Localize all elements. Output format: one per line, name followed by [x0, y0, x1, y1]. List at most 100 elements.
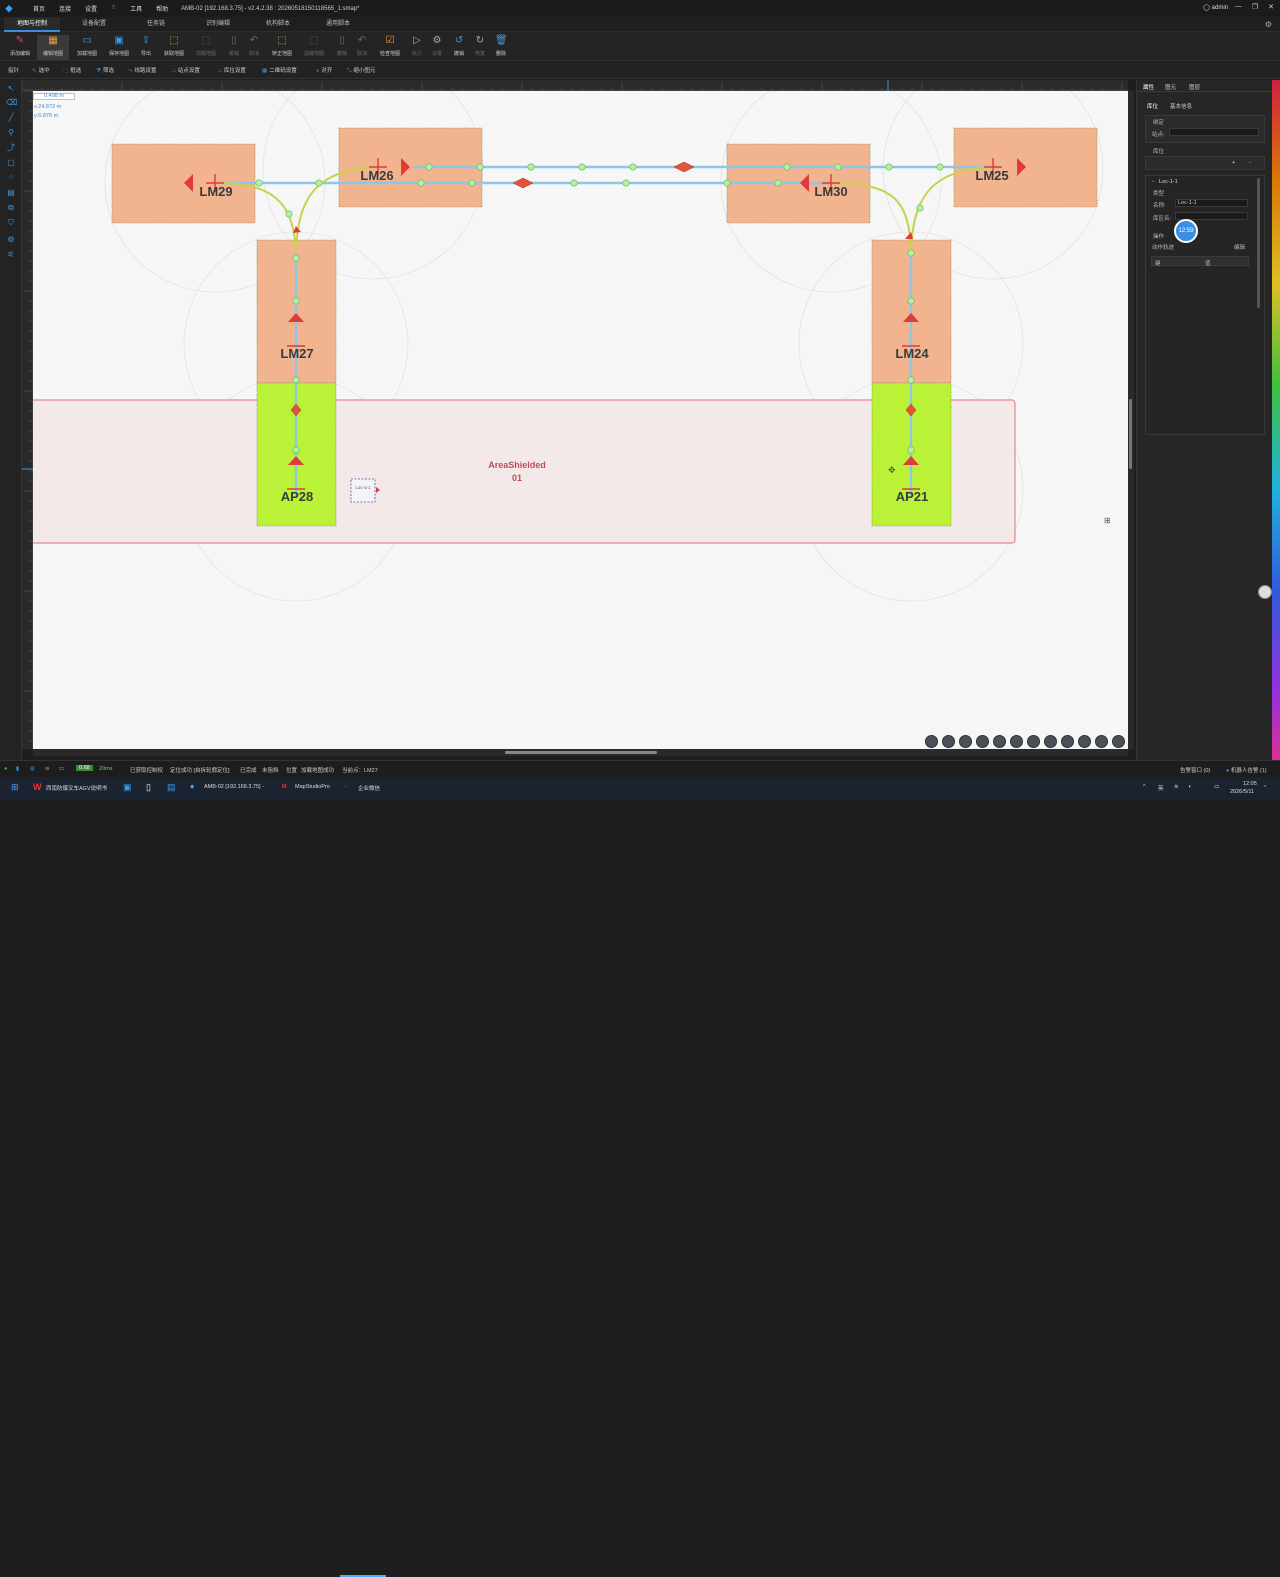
volume-icon[interactable]: ◖ — [1188, 784, 1192, 790]
path-node[interactable] — [292, 376, 300, 384]
menu-connect[interactable]: 连接 — [59, 7, 72, 13]
taskbar-item-wecom[interactable]: 企业微信 — [358, 786, 381, 792]
zone-input[interactable] — [1175, 212, 1248, 220]
filter-tool[interactable]: ⧩筛选 — [96, 68, 114, 74]
delete-button[interactable]: 🗑删除 — [495, 35, 508, 57]
tab-map-control[interactable]: 地图与控制 — [4, 17, 60, 32]
path-node[interactable] — [783, 163, 791, 171]
map-canvas[interactable]: AreaShielded 01 — [33, 91, 1128, 749]
restore-icon[interactable]: ❐ — [1251, 4, 1259, 11]
align-tool[interactable]: ≡对齐 — [316, 68, 333, 74]
pointer-icon[interactable]: ↖ — [7, 84, 15, 93]
eraser-icon[interactable]: ⌫ — [6, 98, 18, 107]
view-control-button[interactable] — [1112, 735, 1125, 748]
path-node[interactable] — [723, 179, 731, 187]
path-settings-tool[interactable]: ⤳线路设置 — [128, 68, 157, 74]
path-node[interactable] — [774, 179, 782, 187]
view-control-button[interactable] — [1078, 735, 1091, 748]
alarm-window-button[interactable]: 告警窗口 (0) — [1180, 768, 1211, 774]
path-node[interactable] — [315, 179, 323, 187]
tab-task-chain[interactable]: 任务链 — [146, 21, 165, 27]
shield-icon[interactable]: ⛉ — [8, 218, 14, 227]
fetch-map-button[interactable]: ⬚获取地图 — [163, 35, 184, 57]
vertical-scrollbar[interactable] — [1128, 91, 1134, 749]
upload-icon[interactable]: ⇧ — [111, 5, 117, 11]
cancel-button[interactable]: ↶取消 — [248, 35, 259, 57]
view-control-button[interactable] — [1061, 735, 1074, 748]
panel-scrollbar[interactable] — [1257, 178, 1260, 308]
path-node[interactable] — [578, 163, 586, 171]
tab-device-config[interactable]: 设备配置 — [81, 21, 106, 27]
tab-layers[interactable]: 图层 — [1189, 85, 1201, 91]
name-input[interactable]: Loc-1-1 — [1175, 199, 1248, 207]
file-icon[interactable]: ▯ — [146, 782, 151, 792]
edit-map-button[interactable]: ▦编辑地图 — [37, 35, 69, 60]
user-menu[interactable]: ◯ admin — [1203, 4, 1228, 11]
add-edit-button[interactable]: ✎添加编辑 — [9, 35, 30, 57]
path-node[interactable] — [936, 163, 944, 171]
taskbar-item-mapstudio[interactable]: MapStudioPro — [295, 784, 330, 790]
language-indicator[interactable]: 英 — [1158, 786, 1164, 792]
minimize-icon[interactable]: — — [1234, 3, 1242, 10]
tab-general-script[interactable]: 通用脚本 — [325, 21, 350, 27]
pointer-tool[interactable]: 指针 — [8, 68, 20, 74]
rect-icon[interactable]: ▢ — [7, 158, 15, 167]
path-node[interactable] — [468, 179, 476, 187]
pin-icon[interactable]: ⚲ — [8, 128, 14, 137]
location-node[interactable]: Loc-1-1 — [1159, 179, 1178, 185]
polyline-icon[interactable]: ⤴ — [7, 143, 15, 152]
view-control-button[interactable] — [959, 735, 972, 748]
add-location-button[interactable]: + — [1232, 160, 1236, 166]
network-icon[interactable]: ≋ — [1174, 784, 1179, 790]
notification-icon[interactable]: ◔ — [1263, 784, 1267, 790]
path-node[interactable] — [622, 179, 630, 187]
view-control-button[interactable] — [1095, 735, 1108, 748]
load-map-button-2[interactable]: ⬚加载地图 — [195, 35, 216, 57]
close-icon[interactable]: ✕ — [1268, 4, 1274, 11]
clock-date[interactable]: 2026/5/11 — [1230, 789, 1255, 795]
view-control-button[interactable] — [976, 735, 989, 748]
line-icon[interactable]: ╱ — [8, 113, 14, 122]
redo-button[interactable]: ↻恢复 — [474, 35, 485, 57]
shrink-element-tool[interactable]: ⤡缩小图元 — [347, 68, 376, 74]
expand-chevron-icon[interactable]: ⌄ — [1151, 178, 1156, 184]
taskbar-item-amb[interactable]: AMB-02 [192.168.3.75] - — [204, 784, 264, 790]
load-map-button[interactable]: ▭加载地图 — [76, 35, 97, 57]
export-button[interactable]: ⇪导出 — [140, 35, 151, 57]
view-control-button[interactable] — [1010, 735, 1023, 748]
path-node[interactable] — [907, 376, 915, 384]
tray-chevron-icon[interactable]: ^ — [1143, 784, 1146, 790]
subtab-basic-info[interactable]: 基本信息 — [1170, 104, 1193, 110]
edit-button[interactable]: 编辑 — [1234, 245, 1246, 251]
shielded-area[interactable] — [33, 399, 1016, 544]
path-node[interactable] — [570, 179, 578, 187]
app-icon-1[interactable]: ▣ — [123, 782, 132, 792]
map-drawing[interactable]: AreaShielded 01 — [33, 91, 1128, 749]
view-control-button[interactable] — [925, 735, 938, 748]
menu-settings[interactable]: 设置 — [85, 7, 98, 13]
path-node[interactable] — [292, 297, 300, 305]
taskbar-item-doc[interactable]: 西南防爆叉车AGV说明书 — [46, 786, 108, 792]
tab-elements[interactable]: 图元 — [1165, 85, 1177, 91]
execute-button[interactable]: ▷执行 — [411, 35, 422, 57]
view-control-button[interactable] — [993, 735, 1006, 748]
path-node[interactable] — [629, 163, 637, 171]
check-map-button[interactable]: ☑检查地图 — [379, 35, 400, 57]
horizontal-scrollbar[interactable] — [33, 749, 1128, 756]
revoke-button-2[interactable]: ▯撤销 — [336, 35, 347, 57]
robot-icon[interactable]: ⚙ — [7, 235, 15, 244]
grid-points-icon[interactable]: ⁘ — [7, 173, 15, 182]
settings-button[interactable]: ⚙设置 — [431, 35, 442, 57]
path-nodes[interactable] — [255, 163, 944, 454]
station-settings-tool[interactable]: ⛬站点设置 — [172, 68, 200, 74]
robot-alarm-button[interactable]: ● 机器人告警 (1) — [1226, 768, 1267, 774]
storage-icon[interactable]: ▤ — [7, 188, 15, 197]
view-control-button[interactable] — [942, 735, 955, 748]
menu-home[interactable]: 首页 — [33, 7, 46, 13]
undo-button[interactable]: ↺撤销 — [453, 35, 464, 57]
path-node[interactable] — [907, 249, 915, 257]
assistant-avatar[interactable] — [1258, 585, 1272, 599]
path-node[interactable] — [907, 297, 915, 305]
windows-start-icon[interactable]: ⊞ — [11, 782, 19, 792]
revoke-button[interactable]: ▯撤销 — [228, 35, 239, 57]
